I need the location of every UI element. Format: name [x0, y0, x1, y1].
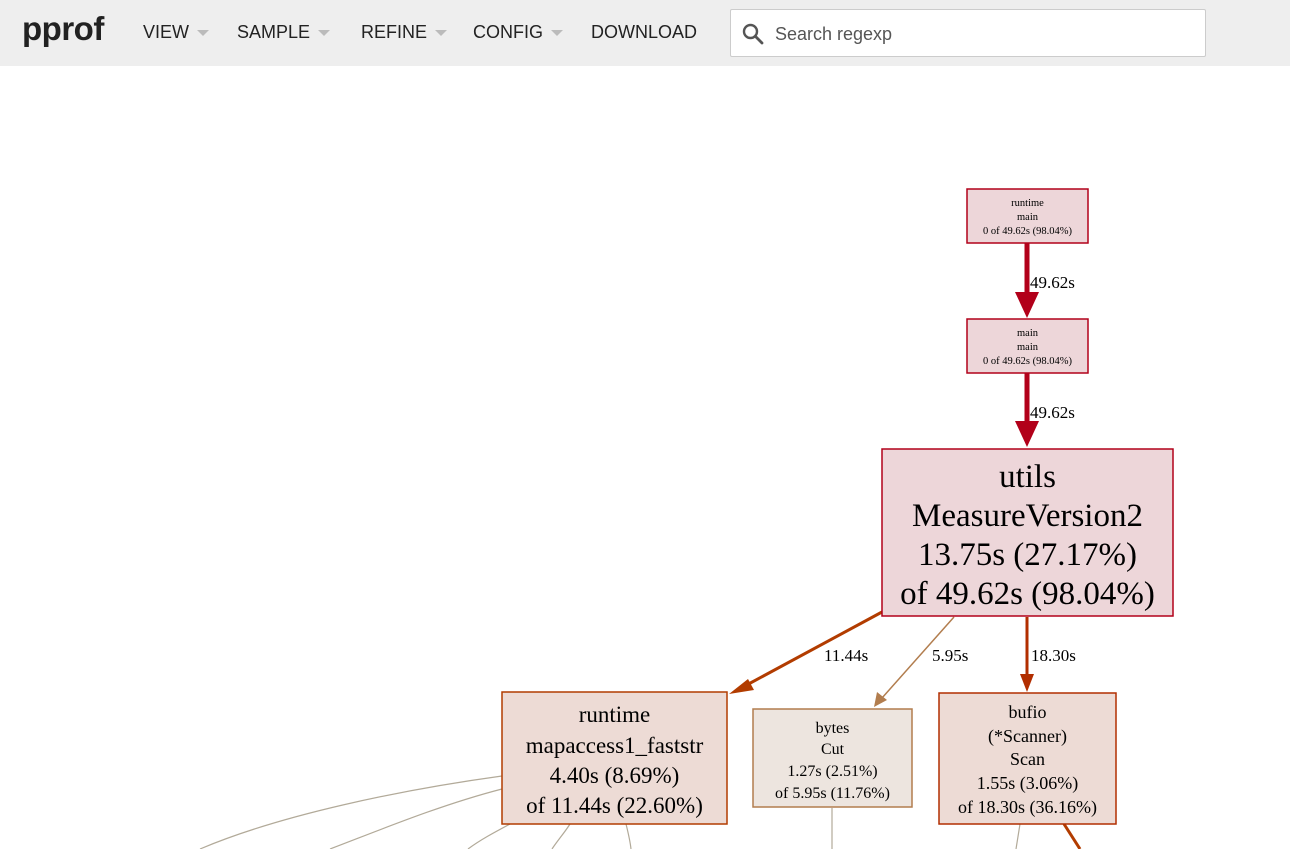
node-cum: of 49.62s (98.04%): [900, 576, 1155, 612]
node-cum: of 11.44s (22.60%): [526, 793, 703, 818]
node-function: Cut: [821, 741, 845, 758]
node-runtime-main[interactable]: runtime main 0 of 49.62s (98.04%): [966, 188, 1089, 244]
node-mapaccess1-faststr[interactable]: runtime mapaccess1_faststr 4.40s (8.69%)…: [501, 691, 728, 825]
chevron-down-icon: [435, 29, 448, 36]
node-main-main[interactable]: main main 0 of 49.62s (98.04%): [966, 318, 1089, 374]
search-icon: [742, 23, 764, 45]
edge-label: 49.62s: [1030, 403, 1075, 422]
chevron-down-icon: [318, 29, 331, 36]
edge-label: 18.30s: [1031, 646, 1076, 665]
menu-sample[interactable]: SAMPLE: [237, 22, 331, 43]
node-function: MeasureVersion2: [912, 498, 1143, 534]
edge-runtime-main-to-main-main[interactable]: 49.62s: [1015, 243, 1075, 318]
edge-offscreen[interactable]: [1015, 823, 1021, 849]
node-function: main: [1017, 342, 1039, 353]
node-bytes-cut[interactable]: bytes Cut 1.27s (2.51%) of 5.95s (11.76%…: [752, 708, 913, 808]
edge-offscreen[interactable]: [625, 823, 632, 849]
edge-offscreen[interactable]: [1062, 823, 1082, 849]
edge-label: 5.95s: [932, 646, 968, 665]
chevron-down-icon: [551, 29, 563, 36]
edge-offscreen[interactable]: [329, 788, 503, 849]
node-cum: of 5.95s (11.76%): [775, 785, 890, 802]
app-logo: pprof: [22, 10, 104, 47]
node-flat: 1.27s (2.51%): [787, 763, 877, 780]
node-receiver: (*Scanner): [988, 726, 1067, 747]
edge-label: 11.44s: [824, 646, 868, 665]
menu-view[interactable]: VIEW: [143, 22, 210, 43]
node-flat: 1.55s (3.06%): [977, 773, 1079, 794]
node-package: main: [1017, 328, 1039, 339]
node-package: bufio: [1009, 702, 1047, 722]
edge-offscreen[interactable]: [551, 823, 571, 849]
menu-config[interactable]: CONFIG: [473, 22, 563, 43]
menu-refine[interactable]: REFINE: [361, 22, 448, 43]
node-package: runtime: [1011, 198, 1044, 209]
edge-main-main-to-measure[interactable]: 49.62s: [1015, 373, 1075, 447]
node-function: Scan: [1010, 749, 1045, 769]
offscreen-edges: [199, 775, 1082, 849]
chevron-down-icon: [197, 29, 210, 36]
menu-download-label: DOWNLOAD: [591, 22, 698, 42]
menu-config-label: CONFIG: [473, 22, 543, 42]
call-graph[interactable]: 49.62s 49.62s 11.44s 5.95s 18.30s runtim…: [0, 66, 1290, 849]
toolbar: pprof VIEW SAMPLE REFINE CONFIG DOWNLOAD: [0, 0, 1290, 66]
node-package: utils: [999, 459, 1056, 495]
node-flat: 4.40s (8.69%): [550, 763, 680, 788]
search-input[interactable]: [773, 18, 1197, 50]
node-function: main: [1017, 212, 1039, 223]
search-box[interactable]: [730, 9, 1206, 57]
node-function: mapaccess1_faststr: [526, 733, 704, 758]
edge-label: 49.62s: [1030, 273, 1075, 292]
node-cum: 0 of 49.62s (98.04%): [983, 226, 1072, 237]
node-measure-version2[interactable]: utils MeasureVersion2 13.75s (27.17%) of…: [881, 448, 1174, 617]
node-package: runtime: [579, 702, 651, 727]
menu-sample-label: SAMPLE: [237, 22, 311, 42]
edge-offscreen[interactable]: [199, 775, 503, 849]
edge-measure-to-bytes-cut[interactable]: 5.95s: [874, 616, 968, 707]
menu-refine-label: REFINE: [361, 22, 428, 42]
edge-measure-to-mapaccess[interactable]: 11.44s: [729, 610, 883, 694]
menu-view-label: VIEW: [143, 22, 190, 42]
menu-download[interactable]: DOWNLOAD: [591, 22, 697, 43]
edge-measure-to-bufio-scan[interactable]: 18.30s: [1020, 617, 1076, 692]
node-bufio-scanner-scan[interactable]: bufio (*Scanner) Scan 1.55s (3.06%) of 1…: [938, 692, 1117, 825]
node-cum: 0 of 49.62s (98.04%): [983, 356, 1072, 367]
node-package: bytes: [816, 720, 850, 737]
edge-offscreen[interactable]: [467, 823, 511, 849]
node-flat: 13.75s (27.17%): [918, 537, 1137, 573]
node-cum: of 18.30s (36.16%): [958, 797, 1097, 818]
